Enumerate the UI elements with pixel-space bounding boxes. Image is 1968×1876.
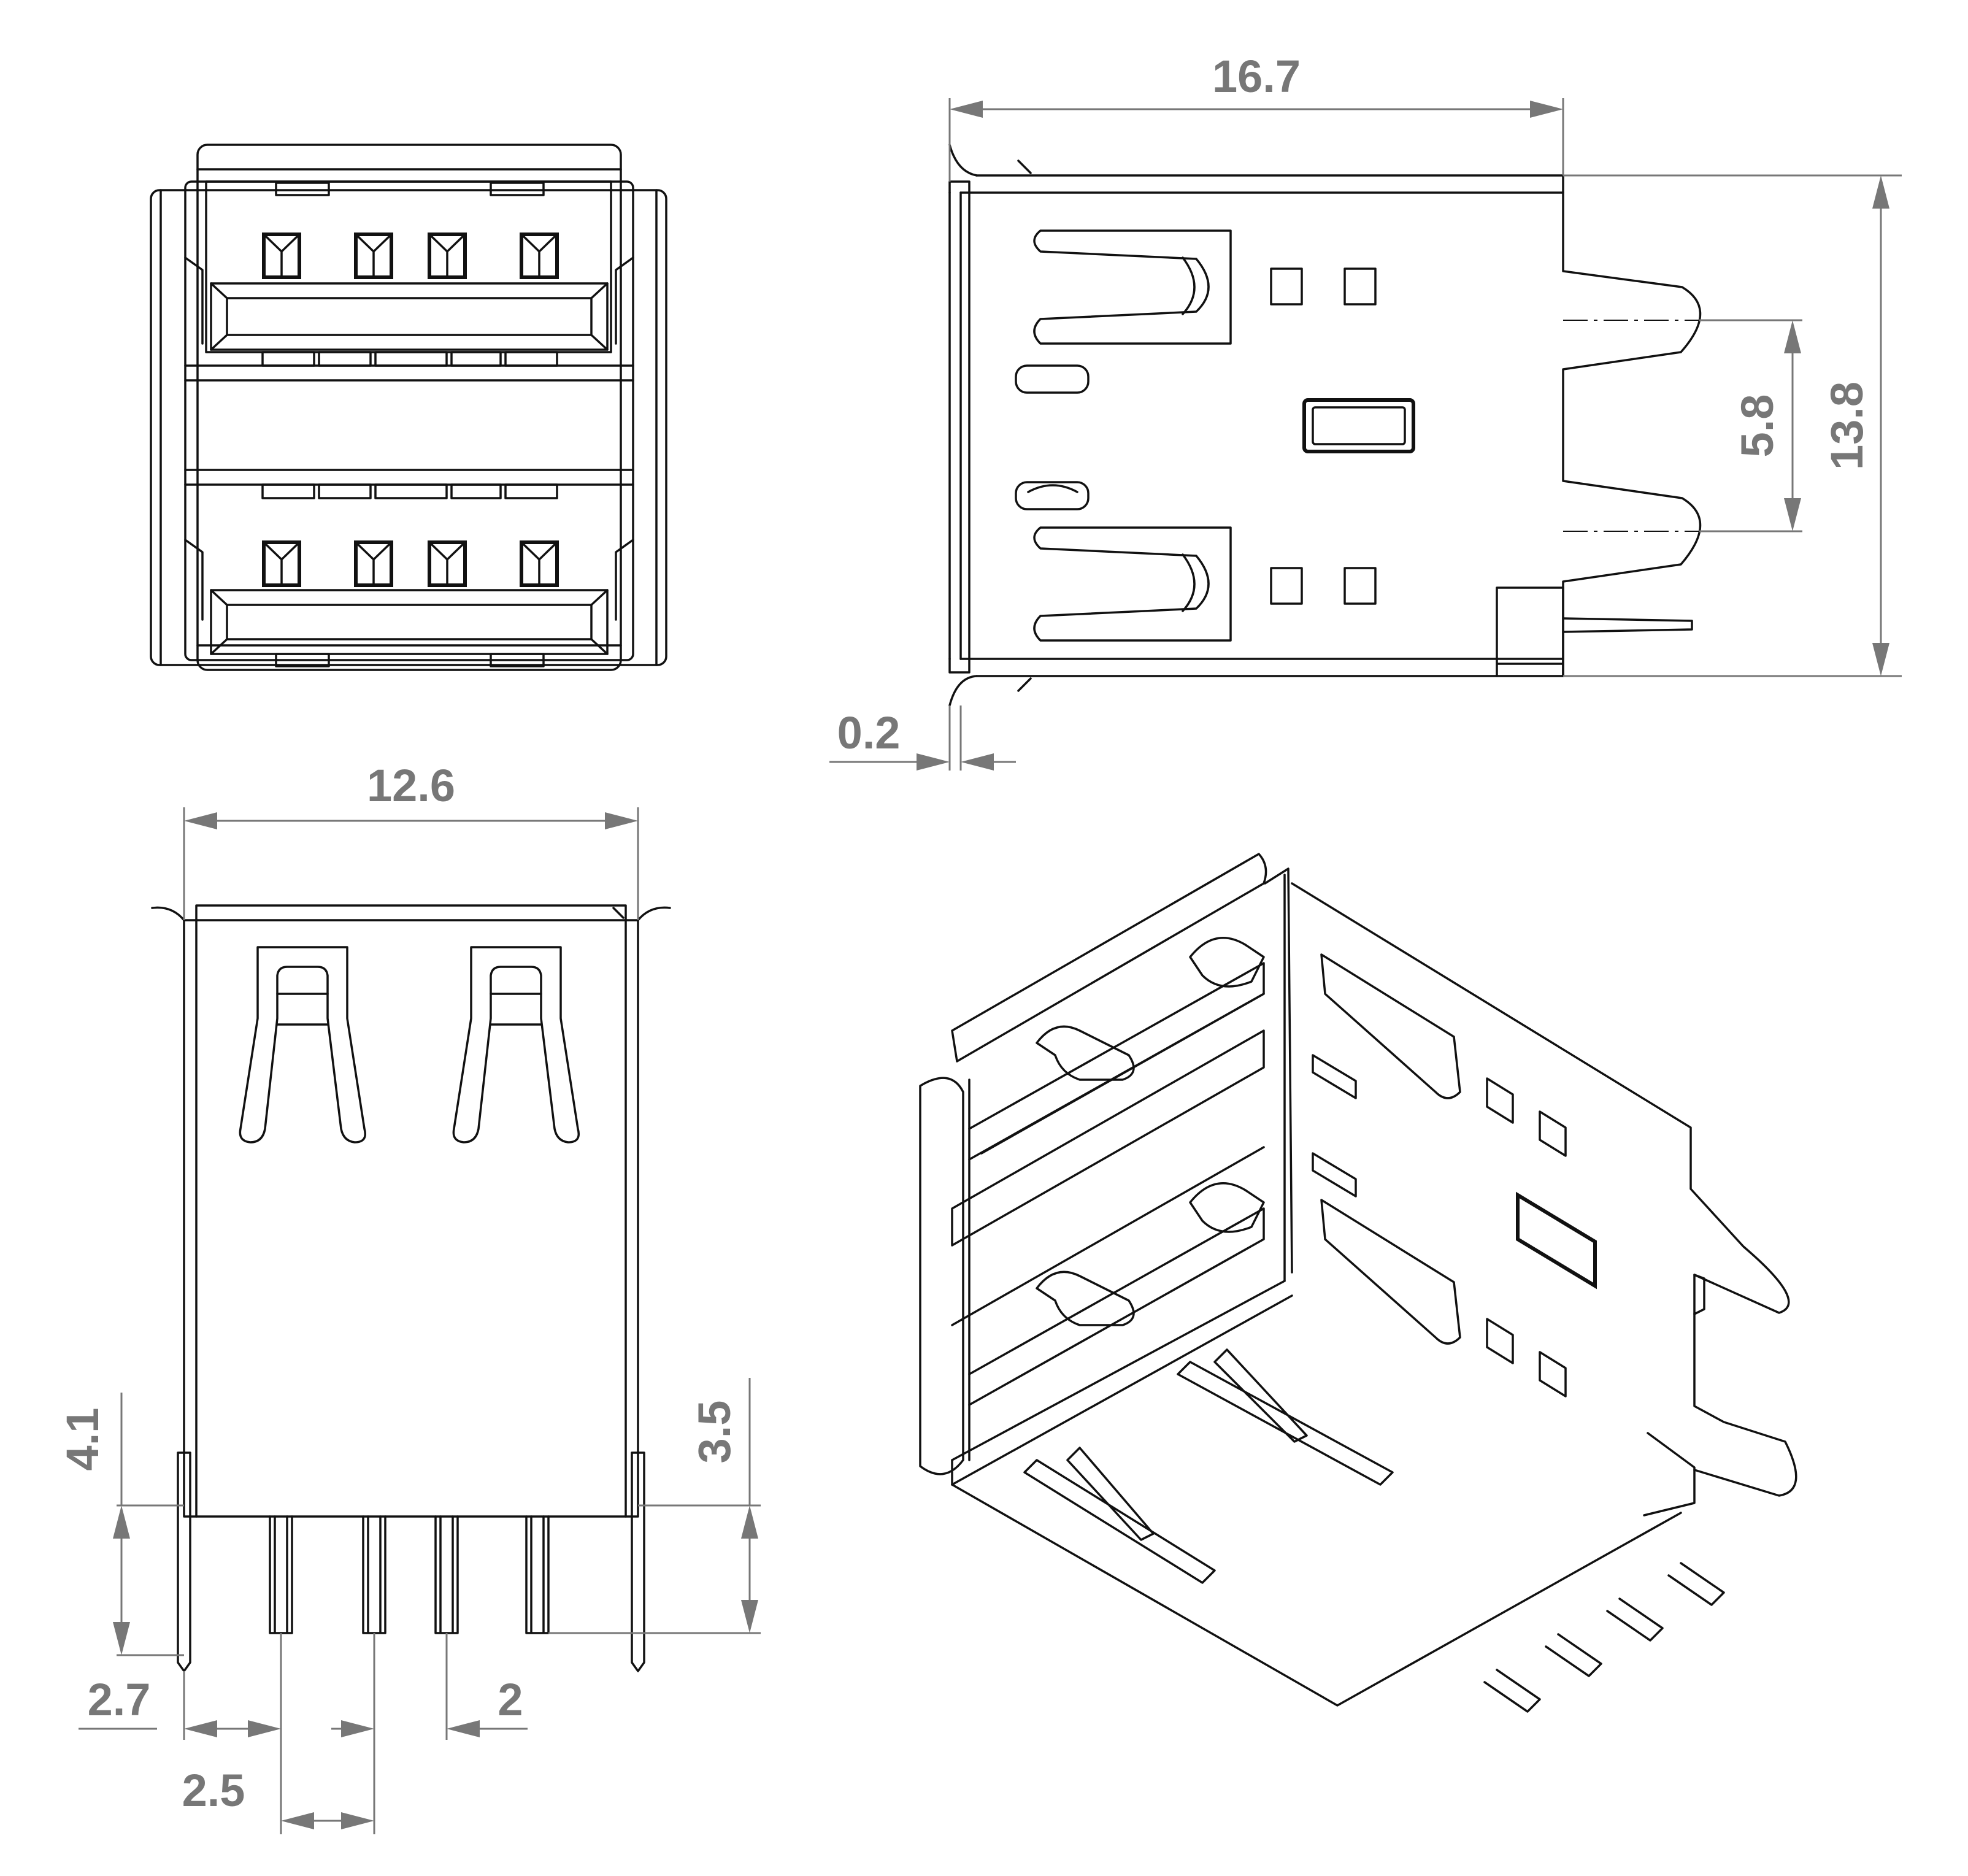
iso-view — [919, 853, 1797, 1713]
dim-side-shell-thickness-label: 0.2 — [837, 707, 901, 758]
dim-rear-pin-length: 3.5 — [548, 1378, 761, 1634]
front-upper-port — [184, 180, 634, 382]
dim-rear-tab-length: 4.1 — [57, 1393, 184, 1656]
front-upper-contacts — [262, 233, 559, 279]
dim-rear-tab-offset: 2.7 — [79, 1633, 448, 1834]
side-body — [948, 144, 1702, 707]
dim-side-height-label: 13.8 — [1821, 382, 1872, 470]
dim-side-height: 13.8 — [1563, 174, 1902, 677]
dim-side-tab-pitch-label: 5.8 — [1732, 394, 1783, 458]
dim-rear-pin-pitch-narrow-label: 2 — [498, 1674, 523, 1725]
dim-rear-tab-length-label: 4.1 — [57, 1408, 108, 1471]
rear-view — [151, 904, 671, 1672]
iso-side-features — [1312, 953, 1597, 1397]
rear-ground-tabs — [177, 1451, 645, 1672]
front-lower-port — [184, 469, 634, 667]
dim-rear-pin-pitch-wide-label: 2.5 — [182, 1765, 245, 1816]
side-spring-tabs — [1033, 229, 1232, 642]
dim-side-tab-pitch: 5.8 — [1699, 319, 1802, 532]
dim-rear-pin-pitch-wide: 2.5 — [182, 1765, 374, 1829]
dim-rear-pin-length-label: 3.5 — [689, 1401, 740, 1464]
front-lower-contacts — [262, 540, 559, 587]
rear-spring-tabs — [239, 946, 580, 1144]
iso-pins — [1483, 1562, 1725, 1713]
dim-rear-pin-pitch-narrow: 2 — [331, 1674, 528, 1737]
iso-shell — [919, 853, 1797, 1707]
dim-rear-width-label: 12.6 — [367, 760, 455, 811]
side-view — [948, 144, 1702, 707]
rear-body — [151, 904, 671, 1518]
dim-rear-width: 12.6 — [183, 760, 639, 920]
rear-pins — [269, 1515, 550, 1634]
dim-side-shell-thickness: 0.2 — [829, 705, 1016, 771]
iso-ports — [951, 937, 1394, 1584]
dim-side-length: 16.7 — [948, 51, 1564, 182]
dim-side-length-label: 16.7 — [1212, 51, 1301, 102]
front-view — [150, 144, 667, 671]
side-windows — [1015, 267, 1415, 605]
side-centerlines — [1563, 320, 1699, 532]
dim-rear-tab-offset-label: 2.7 — [88, 1674, 151, 1725]
